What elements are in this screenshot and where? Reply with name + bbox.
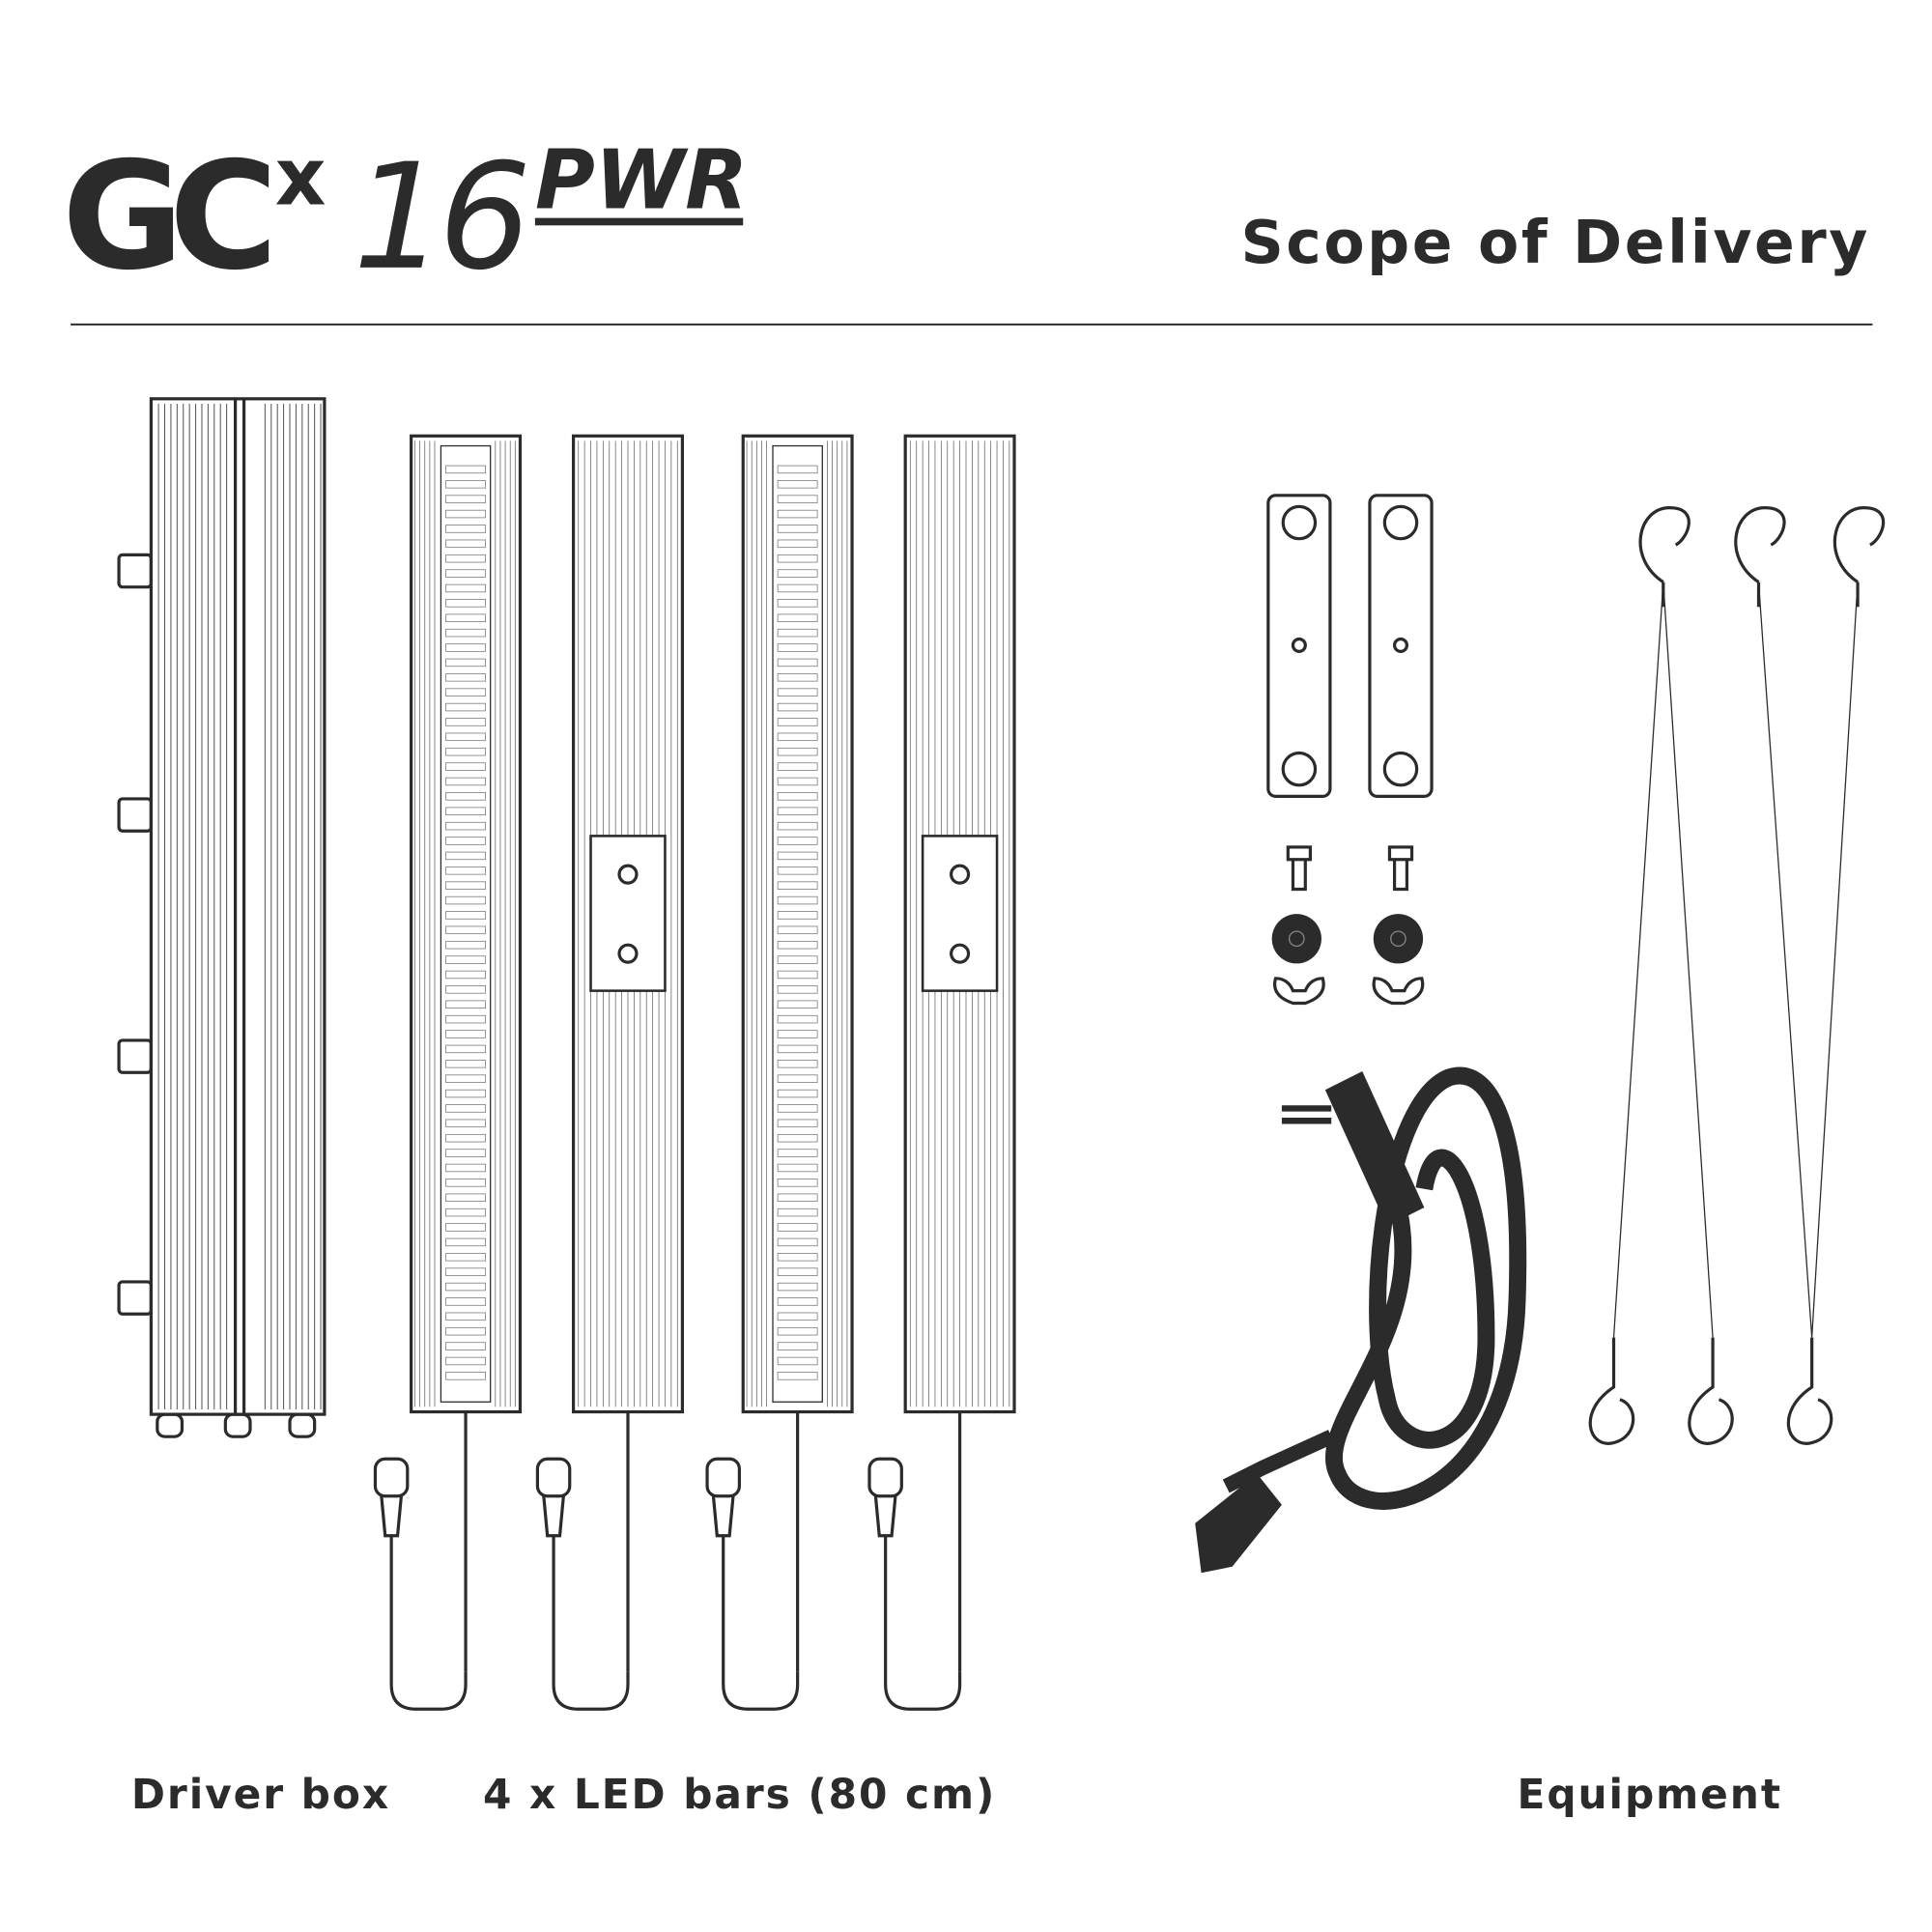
led-bar xyxy=(705,434,854,1711)
screws-nuts-icon xyxy=(1271,845,1425,1006)
led-bars-label: 4 x LED bars (80 cm) xyxy=(483,1771,996,1818)
led-bar xyxy=(535,434,685,1711)
equipment-label: Equipment xyxy=(1518,1771,1782,1818)
hanging-wires-icon xyxy=(1588,506,1886,1445)
logo-variant: PWR xyxy=(535,131,749,227)
led-bar xyxy=(867,434,1016,1711)
logo-number: 16 xyxy=(353,132,526,302)
driver-box-label: Driver box xyxy=(131,1771,390,1818)
logo-multiplier: x xyxy=(275,132,327,224)
led-bar xyxy=(373,434,523,1711)
page-title: Scope of Delivery xyxy=(1240,208,1869,277)
logo-underline xyxy=(534,217,744,226)
driver-box-illustration xyxy=(117,397,327,1438)
led-bars-illustration xyxy=(373,434,1016,1711)
power-cable-icon xyxy=(1195,1066,1527,1574)
brand-logo: GC x 16 PWR xyxy=(62,130,748,303)
logo-brand: GC xyxy=(62,130,270,303)
mounting-brackets-icon xyxy=(1266,494,1434,798)
